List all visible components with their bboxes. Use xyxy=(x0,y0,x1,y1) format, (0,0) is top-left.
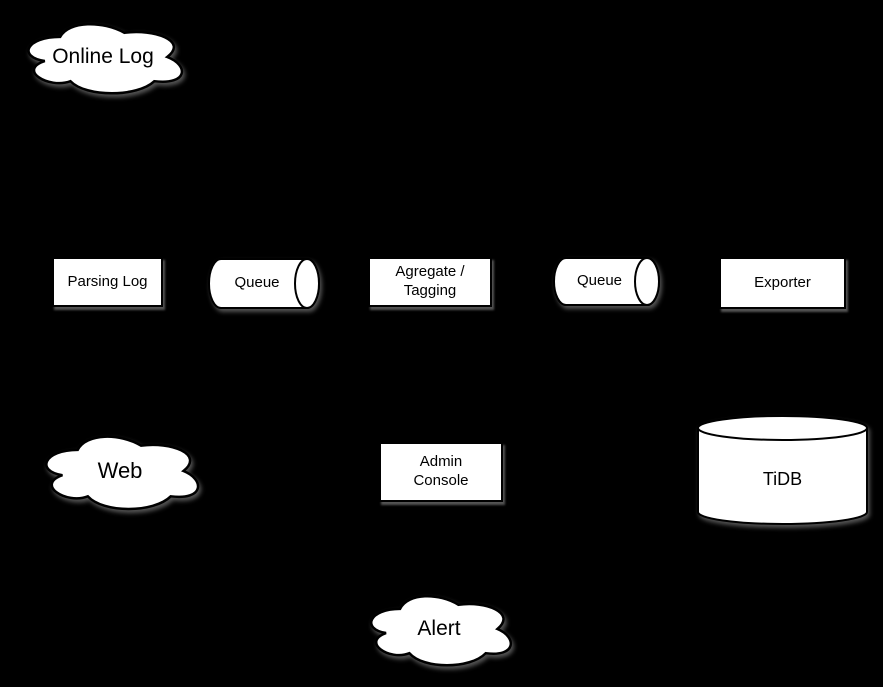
node-tidb: TiDB xyxy=(697,415,868,525)
node-web: Web xyxy=(32,426,208,516)
node-admin-console: Admin Console xyxy=(379,442,503,502)
cloud-icon xyxy=(14,14,192,100)
queue-cylinder-icon xyxy=(553,257,660,306)
node-online-log: Online Log xyxy=(14,14,192,100)
node-queue-2: Queue xyxy=(553,257,660,306)
cloud-icon xyxy=(32,426,208,516)
cloud-icon xyxy=(358,586,520,672)
queue-cylinder-icon xyxy=(208,258,320,309)
node-queue-1: Queue xyxy=(208,258,320,309)
node-exporter: Exporter xyxy=(719,257,846,309)
database-cylinder-icon xyxy=(697,415,868,525)
node-alert: Alert xyxy=(358,586,520,672)
node-parsing-log: Parsing Log xyxy=(52,257,163,307)
node-aggregate-tagging: Agregate / Tagging xyxy=(368,257,492,307)
